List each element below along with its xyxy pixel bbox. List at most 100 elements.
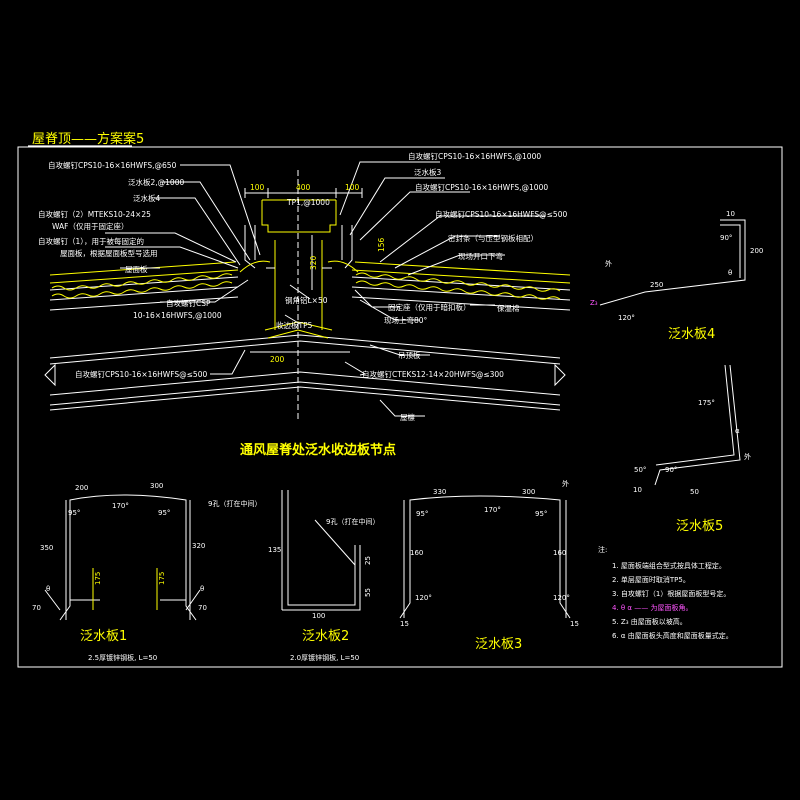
fb1-dim-70-right: 70 — [198, 604, 207, 612]
dim-156: 156 — [377, 237, 386, 252]
note-6: 6. α 由屋面板头高度和屋面板量式定。 — [612, 631, 733, 640]
notes-heading: 注: — [598, 545, 607, 554]
dim-100-right: 100 — [345, 183, 360, 192]
fb4-dim-250: 250 — [650, 281, 663, 289]
drawing-title: 屋脊顶——方案案5 — [32, 131, 144, 147]
fb4-angle-120: 120° — [618, 314, 635, 322]
detail-title: 通风屋脊处泛水收边板节点 — [240, 442, 396, 458]
flash-board-1-labels: 200 300 95° 170° 95° 350 320 175 175 70 … — [32, 482, 261, 612]
fb5-dim-50: 50 — [690, 488, 699, 496]
dim-320: 320 — [309, 255, 318, 270]
label-screw2-line1: 自攻螺钉（2）MTEKS10-24×25 — [38, 209, 151, 219]
fb3-angle-95-right: 95° — [535, 510, 547, 518]
fb3-dim-15-left: 15 — [400, 620, 409, 628]
label-screw-bottom-right: 自攻螺钉CTEKS12-14×20HWFS@≤300 — [362, 369, 504, 379]
label-csp-line1: 自攻螺钉CSP — [166, 298, 211, 308]
label-up80: 现场上弯80° — [384, 315, 428, 325]
fb4-dim-10: 10 — [726, 210, 735, 218]
label-screw-top-right2: 自攻螺钉CPS10-16×16HWFS,@1000 — [415, 182, 548, 192]
fb1-theta-right: θ — [200, 585, 204, 593]
note-5: 5. Z₃ 由屋面板以坡高。 — [612, 617, 687, 626]
fb4-dim-200: 200 — [750, 247, 763, 255]
fb3-angle-120-left: 120° — [415, 594, 432, 602]
dim-100-left: 100 — [250, 183, 265, 192]
fb3-angle-170: 170° — [484, 506, 501, 514]
fb2-hole-note: 9孔（打在中间） — [326, 517, 379, 526]
label-anchor: 固定座（仅用于暗扣板） — [388, 302, 471, 312]
fb3-outer: 外 — [562, 479, 569, 488]
dim-400: 400 — [296, 183, 311, 192]
fb2-title: 泛水板2 — [302, 629, 349, 644]
fb5-angle-50: 50° — [634, 466, 646, 474]
label-purlin: 屋檩 — [400, 412, 415, 422]
fb5-title: 泛水板5 — [676, 519, 723, 534]
fb2-dim-55: 55 — [364, 588, 372, 597]
fb3-dim-330: 330 — [433, 488, 446, 496]
label-angle: 钢角铝L×50 — [285, 295, 328, 305]
fb1-hole-note: 9孔（打在中间） — [208, 499, 261, 508]
label-screw2-line2: WAF（仅用于固定座） — [52, 221, 128, 231]
notes: 注: 1. 屋面板端组合型式按具体工程定。 2. 单层屋面时取消TP5。 3. … — [598, 545, 733, 640]
note-4: 4. θ α —— 为屋面板角。 — [612, 603, 692, 612]
label-roof-panel: 屋面板 — [125, 264, 148, 274]
flash-board-2 — [281, 490, 361, 611]
fb2-note: 2.0厚镀锌钢板, L=50 — [290, 653, 359, 662]
label-screw-top-left: 自攻螺钉CPS10-16×16HWFS,@650 — [48, 160, 177, 170]
flash-board-1 — [44, 494, 201, 621]
fb4-angle-90: 90° — [720, 234, 732, 242]
fb3-dim-15-right: 15 — [570, 620, 579, 628]
flash-board-5-labels: 175° α 外 50° 90° 10 50 — [633, 399, 751, 496]
label-screw-top-right3: 自攻螺钉CPS10-16×16HWFS@≤500 — [435, 209, 567, 219]
flash-board-4-labels: 10 90° 200 外 θ 250 120° Z₃ — [590, 210, 763, 322]
fb4-z3: Z₃ — [590, 299, 598, 307]
label-screw1-line1: 自攻螺钉（1），用于被每固定的 — [38, 236, 144, 246]
drawing-frame — [17, 146, 783, 668]
label-csp-line2: 10-16×16HWFS,@1000 — [133, 311, 222, 320]
flash-board-3-labels: 330 300 外 95° 170° 95° 160 160 120° 120°… — [400, 479, 579, 628]
label-liner: 吊顶板 — [398, 350, 421, 360]
fb5-angle-90: 90° — [665, 466, 677, 474]
fb1-dim-350: 350 — [40, 544, 53, 552]
fb1-title: 泛水板1 — [80, 629, 127, 644]
fb5-alpha: α — [735, 427, 740, 435]
fb3-dim-300: 300 — [522, 488, 535, 496]
flash-board-2-labels: 9孔（打在中间） 135 25 55 100 — [268, 517, 379, 620]
label-screw1-line2: 屋面板，根据屋面板型号选用 — [60, 248, 158, 258]
fb1-note: 2.5厚镀锌钢板, L=50 — [88, 653, 157, 662]
fb1-dim-70-left: 70 — [32, 604, 41, 612]
label-screw-top-right1: 自攻螺钉CPS10-16×16HWFS,@1000 — [408, 151, 541, 161]
fb3-angle-95-left: 95° — [416, 510, 428, 518]
flash-board-4 — [599, 219, 746, 306]
fb4-title: 泛水板4 — [668, 327, 715, 342]
fb2-dim-135: 135 — [268, 546, 281, 554]
ridge-detail — [44, 161, 571, 420]
fb2-dim-100: 100 — [312, 612, 325, 620]
fb2-dim-25: 25 — [364, 556, 372, 565]
fb1-dim-200: 200 — [75, 484, 88, 492]
note-1: 1. 屋面板端组合型式按具体工程定。 — [612, 561, 726, 570]
fb1-dim-175-right: 175 — [158, 572, 166, 585]
fb3-dim-160-right: 160 — [553, 549, 566, 557]
fb5-dim-10: 10 — [633, 486, 642, 494]
fb5-outer: 外 — [744, 452, 751, 461]
fb1-angle-95-left: 95° — [68, 509, 80, 517]
flash-board-5 — [654, 364, 741, 486]
label-screw-bottom-left: 自攻螺钉CPS10-16×16HWFS@≤500 — [75, 369, 207, 379]
dim-200: 200 — [270, 355, 285, 364]
fb1-angle-95-right: 95° — [158, 509, 170, 517]
fb1-dim-175-left: 175 — [94, 572, 102, 585]
fb3-title: 泛水板3 — [475, 637, 522, 652]
note-3: 3. 自攻螺钉（1）根据屋面板型号定。 — [612, 589, 730, 598]
fb4-theta: θ — [728, 269, 732, 277]
label-flash3: 泛水板3 — [414, 167, 441, 177]
flash-board-3 — [399, 495, 571, 619]
label-bend: 现场开口下弯 — [458, 251, 503, 261]
label-tp1: TP1,@1000 — [286, 198, 330, 207]
fb1-theta-left: θ — [46, 585, 50, 593]
label-flash4: 泛水板4 — [133, 193, 160, 203]
fb3-dim-160-left: 160 — [410, 549, 423, 557]
ridge-detail-labels: 自攻螺钉CPS10-16×16HWFS,@650 泛水板2,@1000 泛水板4… — [38, 151, 567, 422]
label-seal: 密封条（与压型钢板相配） — [448, 233, 538, 243]
note-2: 2. 单层屋面时取消TP5。 — [612, 575, 690, 584]
